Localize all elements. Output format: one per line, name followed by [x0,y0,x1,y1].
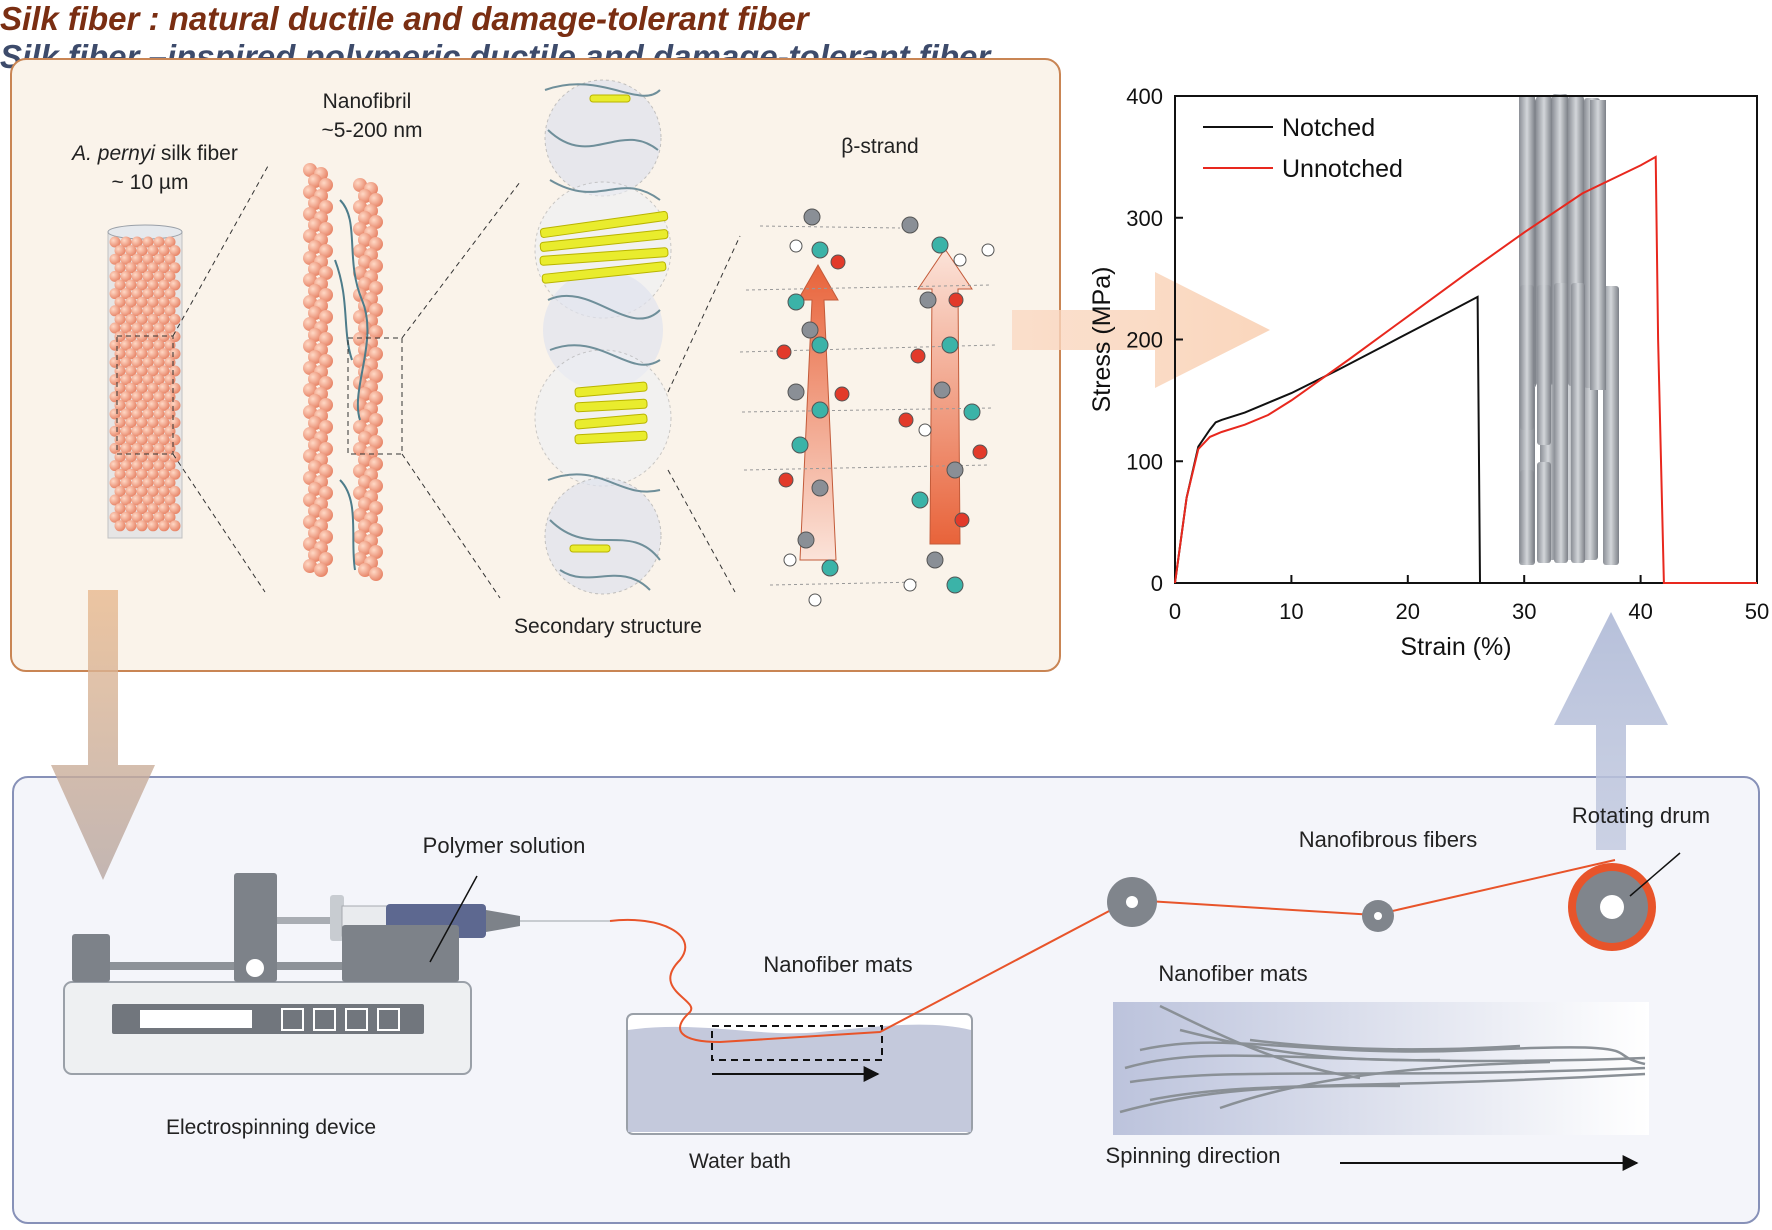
x-tick-label: 20 [1396,599,1420,624]
spinning-direction-label: Spinning direction [1105,1143,1281,1168]
y-tick-label: 100 [1126,449,1163,474]
natural-silk-panel [10,58,1061,672]
silk-fiber-label: A. pernyi silk fiber [72,142,238,165]
top-section-title: Silk fiber : natural ductile and damage-… [0,0,809,37]
nanofibrous-fibers-label: Nanofibrous fibers [1298,827,1478,852]
x-tick-label: 0 [1169,599,1181,624]
y-tick-label: 200 [1126,328,1163,353]
x-tick-label: 40 [1628,599,1652,624]
x-tick-label: 30 [1512,599,1536,624]
series-line-notched [1174,295,1501,584]
beta-strand-label: β-strand [841,135,919,158]
legend-label-notched: Notched [1282,114,1375,142]
legend-label-unnotched: Unnotched [1282,155,1403,183]
nanofibril-label: Nanofibril [322,90,412,113]
rotating-drum-label: Rotating drum [1571,803,1711,828]
nanofiber-mats-bath-label: Nanofiber mats [763,952,913,977]
x-tick-label: 50 [1745,599,1769,624]
nanofibril-size: ~5-200 nm [321,119,423,142]
water-bath-label: Water bath [689,1150,791,1173]
y-tick-label: 400 [1126,84,1163,109]
chart-frame [1174,95,1758,584]
polymer-solution-label: Polymer solution [422,833,586,858]
y-tick-label: 300 [1126,206,1163,231]
series-line-unnotched [1174,155,1757,584]
nanofiber-mats-right-label: Nanofiber mats [1158,961,1308,986]
silk-fiber-size: ~ 10 µm [111,171,189,194]
x-tick-label: 10 [1279,599,1303,624]
x-axis-label: Strain (%) [1400,633,1511,661]
y-tick-label: 0 [1151,571,1163,596]
y-axis-label: Stress (MPa) [1088,267,1116,413]
electrospinning-device-label: Electrospinning device [165,1116,377,1139]
secondary-structure-label: Secondary structure [514,615,702,638]
